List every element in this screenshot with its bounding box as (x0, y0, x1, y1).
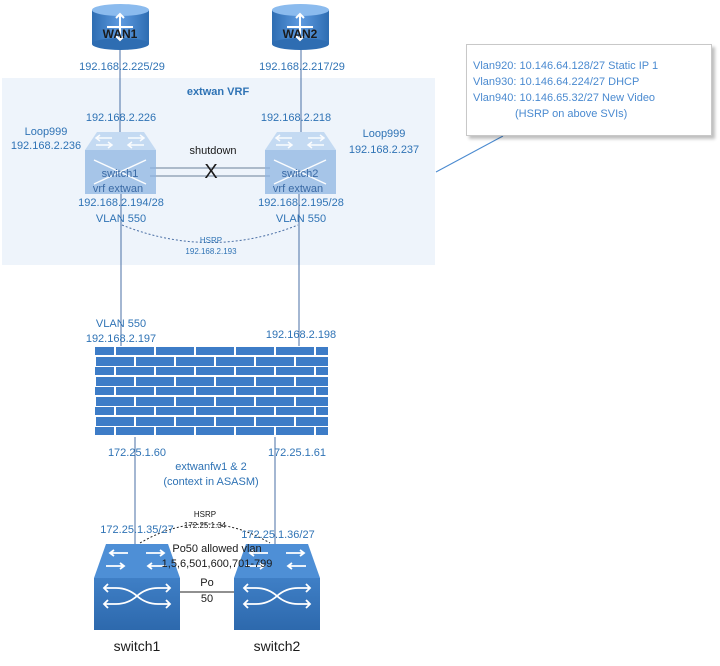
vrf-hsrp-ip: 192.168.2.193 (185, 247, 237, 256)
wan2-router (272, 4, 329, 50)
po50-number: 50 (200, 593, 214, 605)
vrf-sw1-vlan-ip: 192.168.2.194/28 (78, 197, 164, 209)
core-sw2-ip: 172.25.1.36/27 (241, 529, 315, 541)
firewall-icon (95, 346, 328, 437)
core-hsrp-ip: 172.25.1.34 (183, 521, 227, 530)
vrf-sw1-loop-name: Loop999 (24, 126, 68, 138)
vrf-sw1-name: switch1 (101, 168, 139, 180)
vrf-sw2-vlan: VLAN 550 (275, 213, 327, 225)
vrf-sw2-loop-name: Loop999 (362, 128, 406, 140)
fw-name: extwanfw1 & 2 (175, 461, 247, 473)
core-sw1-name: switch1 (113, 638, 161, 654)
fw-bottom-left-ip: 172.25.1.60 (107, 447, 167, 459)
vrf-sw2-uplink-ip: 192.168.2.218 (260, 112, 332, 124)
vrf-sw2-vrf-label: vrf extwan (272, 183, 324, 195)
wan1-label: WAN1 (102, 27, 138, 41)
note-line-vlan940: Vlan940: 10.146.65.32/27 New Video (473, 92, 656, 104)
wan2-label: WAN2 (282, 27, 318, 41)
core-hsrp-label: HSRP (193, 510, 217, 519)
vrf-sw1-vlan: VLAN 550 (95, 213, 147, 225)
vrf-sw1-loop-ip: 192.168.2.236 (10, 140, 82, 152)
wan1-ip: 192.168.2.225/29 (79, 61, 165, 73)
vrf-title: extwan VRF (186, 86, 250, 98)
fw-context: (context in ASASM) (163, 476, 259, 488)
svi-note-box: Vlan920: 10.146.64.128/27 Static IP 1 Vl… (466, 44, 712, 136)
vrf-sw1-vrf-label: vrf extwan (92, 183, 144, 195)
wan2-ip: 192.168.2.217/29 (259, 61, 345, 73)
vrf-sw2-loop-ip: 192.168.2.237 (348, 144, 420, 156)
links (119, 40, 504, 593)
wan1-router (92, 4, 149, 50)
fw-right-ip: 192.168.2.198 (265, 329, 337, 341)
core-sw2-name: switch2 (253, 638, 301, 654)
note-line-vlan930: Vlan930: 10.146.64.224/27 DHCP (473, 76, 640, 88)
vrf-link-status: shutdown (189, 145, 237, 157)
vrf-link-shutdown-mark: X (204, 161, 218, 183)
hsrp-arc-core (139, 523, 271, 544)
extwan-vrf-zone (2, 78, 435, 265)
core-switch2-icon (234, 544, 320, 630)
vrf-sw2-vlan-ip: 192.168.2.195/28 (258, 197, 344, 209)
fw-left-vlan: VLAN 550 (95, 318, 147, 330)
note-line-vlan920: Vlan920: 10.146.64.128/27 Static IP 1 (473, 60, 659, 72)
fw-bottom-right-ip: 172.25.1.61 (267, 447, 327, 459)
core-switch1-icon (94, 544, 180, 630)
note-callout-line (435, 135, 504, 173)
fw-left-ip: 192.168.2.197 (85, 333, 157, 345)
vrf-switch1-icon (85, 132, 156, 194)
core-sw1-ip: 172.25.1.35/27 (100, 524, 174, 536)
vrf-sw1-uplink-ip: 192.168.2.226 (85, 112, 157, 124)
note-line-hsrp: (HSRP on above SVIs) (515, 108, 628, 120)
vrf-switch2-icon (265, 132, 336, 194)
po50-vlan-list: 1,5,6,501,600,701-799 (161, 558, 273, 570)
vrf-sw2-name: switch2 (281, 168, 319, 180)
po50-label: Po (200, 577, 214, 589)
po50-allowed-label: Po50 allowed vlan (172, 543, 262, 555)
vrf-hsrp-label: HSRP (199, 236, 223, 245)
